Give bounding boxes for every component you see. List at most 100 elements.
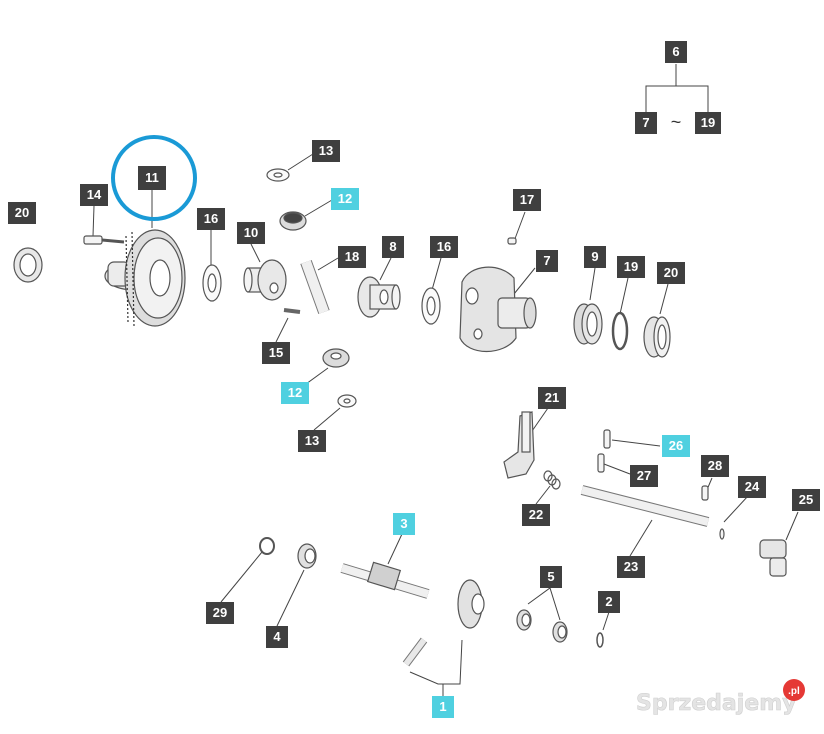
label-25: 25 — [792, 489, 820, 511]
bearing-9 — [573, 303, 603, 345]
watermark-badge-text: .pl — [788, 686, 800, 697]
label-21: 21 — [538, 387, 566, 409]
label-13-bottom: 13 — [298, 430, 326, 452]
leader-18 — [317, 257, 339, 271]
coil-spring-22 — [543, 470, 561, 490]
bearing-5-left — [516, 609, 532, 631]
label-2: 2 — [598, 591, 620, 613]
ring-29 — [259, 537, 275, 555]
leader-22 — [535, 485, 551, 505]
svg-text:19: 19 — [624, 259, 638, 274]
leader-2 — [602, 611, 610, 631]
label-8: 8 — [382, 236, 404, 258]
cross-pin-18 — [300, 259, 330, 315]
label-20-right: 20 — [657, 262, 685, 284]
label-16-right: 16 — [430, 236, 458, 258]
leader-26 — [611, 439, 661, 447]
differential-housing-7 — [459, 266, 537, 352]
leader-12a — [304, 199, 333, 217]
label-13-top: 13 — [312, 140, 340, 162]
svg-text:5: 5 — [547, 569, 554, 584]
label-27: 27 — [630, 465, 658, 487]
watermark: Sprzedajemy .pl — [636, 679, 805, 716]
label-28: 28 — [701, 455, 729, 477]
leader-19b — [619, 277, 629, 315]
label-6: 6 — [665, 41, 687, 63]
pinion-12-bottom — [322, 348, 350, 368]
svg-text:24: 24 — [745, 479, 760, 494]
leader-29 — [220, 551, 263, 603]
leader-12b — [305, 367, 329, 385]
svg-text:9: 9 — [591, 249, 598, 264]
svg-text:20: 20 — [15, 205, 29, 220]
oil-seal-20-right — [643, 316, 671, 358]
label-24: 24 — [738, 476, 766, 498]
label-23: 23 — [617, 556, 645, 578]
svg-text:8: 8 — [389, 239, 396, 254]
label-5: 5 — [540, 566, 562, 588]
leader-25 — [785, 511, 799, 541]
label-19-ring: 19 — [617, 256, 645, 278]
label-9: 9 — [584, 246, 606, 268]
svg-text:19: 19 — [701, 115, 715, 130]
svg-text:21: 21 — [545, 390, 559, 405]
svg-text:4: 4 — [273, 629, 281, 644]
svg-text:13: 13 — [305, 433, 319, 448]
leader-27 — [603, 463, 631, 475]
label-15: 15 — [262, 342, 290, 364]
oil-seal-20-left — [13, 247, 43, 283]
svg-text:6: 6 — [672, 44, 679, 59]
label-18: 18 — [338, 246, 366, 268]
label-3: 3 — [393, 513, 415, 535]
shift-shaft-23 — [580, 485, 710, 527]
side-gear-10 — [243, 259, 287, 301]
label-11: 11 — [138, 166, 166, 190]
pinion-12-top — [279, 211, 307, 231]
svg-text:~: ~ — [671, 112, 682, 132]
leader-9 — [589, 267, 596, 301]
shift-fork-21 — [503, 411, 535, 479]
svg-text:13: 13 — [319, 143, 333, 158]
ring-gear-1 — [457, 579, 485, 629]
pinion-shaft-3 — [340, 561, 430, 599]
side-gear-8 — [357, 276, 401, 318]
label-17: 17 — [513, 189, 541, 211]
label-1: 1 — [432, 696, 454, 718]
svg-text:14: 14 — [87, 187, 102, 202]
svg-text:11: 11 — [145, 170, 159, 185]
leader-24 — [723, 495, 749, 523]
svg-text:16: 16 — [204, 211, 218, 226]
highlight-circle — [111, 135, 197, 221]
label-layer: 6 7 19 ~ 11 13 12 20 14 16 10 18 8 16 17… — [8, 41, 820, 718]
leader-16b — [431, 257, 442, 291]
leader-4 — [276, 569, 305, 627]
label-14: 14 — [80, 184, 108, 206]
leader-3 — [387, 533, 403, 565]
bearing-5-right — [552, 621, 568, 643]
bevel-bolt-1 — [402, 637, 428, 667]
label-20-left: 20 — [8, 202, 36, 224]
label-4: 4 — [266, 626, 288, 648]
svg-text:29: 29 — [213, 605, 227, 620]
spring-26 — [603, 429, 611, 449]
leader-6-19 — [676, 85, 709, 112]
watermark-badge-icon — [783, 679, 805, 701]
svg-text:23: 23 — [624, 559, 638, 574]
svg-text:1: 1 — [439, 699, 446, 714]
leader-6-7 — [645, 64, 677, 112]
svg-text:2: 2 — [605, 594, 612, 609]
spring-pin-15 — [283, 308, 301, 314]
leader-13b — [313, 407, 341, 431]
clip-24 — [719, 528, 725, 540]
leader-1 — [409, 639, 463, 685]
label-12-top: 12 — [331, 188, 359, 210]
label-16-left: 16 — [197, 208, 225, 230]
svg-text:7: 7 — [642, 115, 649, 130]
tilde-symbol: ~ — [671, 112, 682, 132]
leader-lines — [92, 64, 799, 696]
leader-10 — [250, 243, 261, 263]
gear-11 — [104, 229, 186, 327]
svg-text:20: 20 — [664, 265, 678, 280]
